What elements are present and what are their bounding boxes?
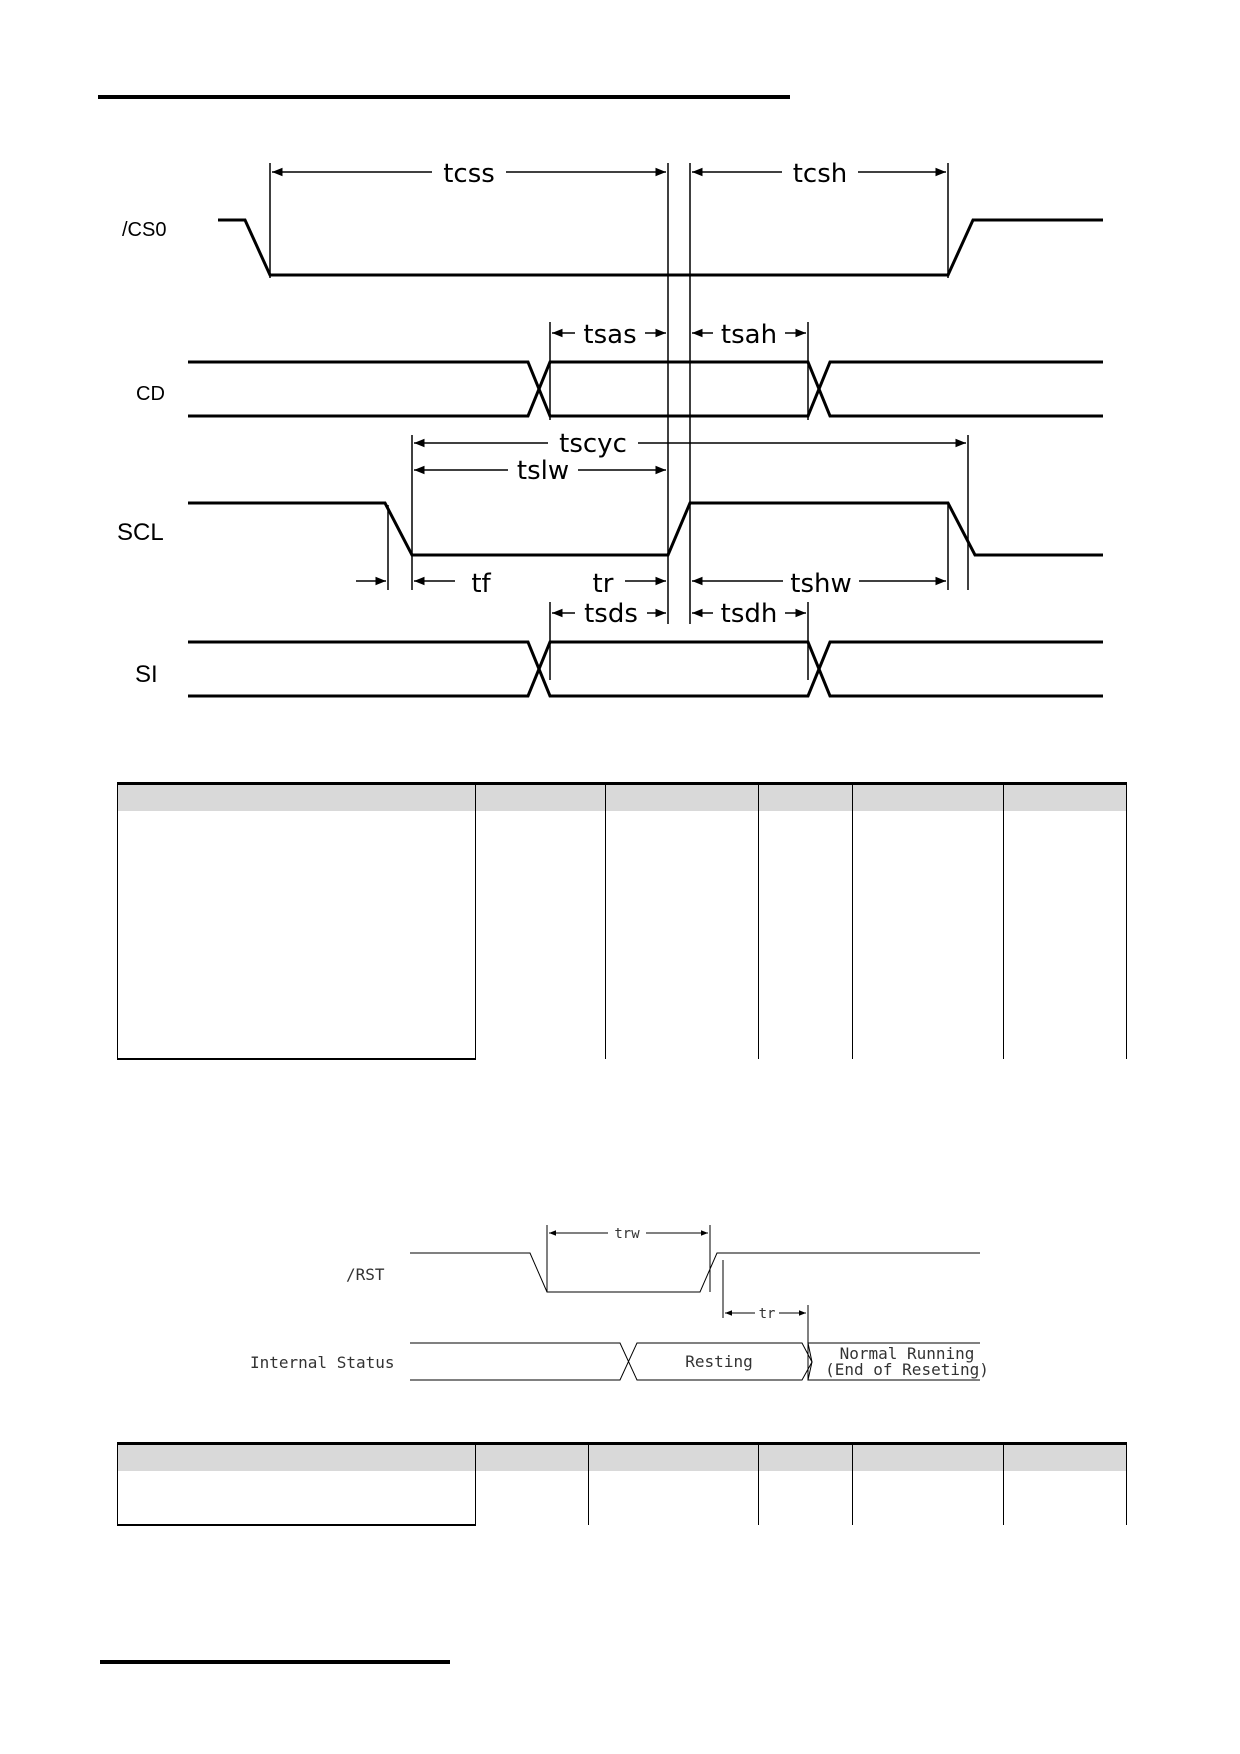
- table-cell: [588, 1471, 759, 1525]
- param-label-tr-reset: tr: [759, 1306, 776, 1322]
- param-label-tshw: tshw: [790, 569, 851, 599]
- cd-waveform-top: [188, 360, 1103, 418]
- table-header-cell: [852, 1442, 1004, 1471]
- signal-label-cd: CD: [136, 383, 165, 405]
- table-cell: [117, 1471, 476, 1526]
- table-cell: [1003, 1471, 1127, 1525]
- scl-waveform: [188, 501, 1103, 557]
- table-header-cell: [758, 782, 853, 811]
- si-waveform-top: [188, 640, 1103, 698]
- state-label-running-2: (End of Reseting): [825, 1360, 989, 1379]
- table-header-row: [117, 782, 1127, 811]
- param-label-trw: trw: [614, 1226, 640, 1242]
- param-label-tcss: tcss: [443, 159, 495, 189]
- table-header-cell: [1003, 782, 1127, 811]
- table-cell: [758, 811, 853, 1059]
- param-label-tsdh: tsdh: [721, 599, 778, 629]
- signal-label-cs0: /CS0: [122, 219, 166, 241]
- table-cell: [852, 811, 1004, 1059]
- table-header-cell: [588, 1442, 759, 1471]
- signal-label-rst: /RST: [346, 1265, 385, 1284]
- table-header-cell: [758, 1442, 853, 1471]
- header-rule: [98, 95, 790, 99]
- cs0-waveform: [218, 218, 1103, 277]
- table-header-cell: [475, 1442, 589, 1471]
- param-label-tcsh: tcsh: [793, 159, 848, 189]
- table-header-cell: [117, 782, 476, 811]
- signal-label-si: SI: [135, 661, 158, 688]
- table-cell: [475, 811, 606, 1059]
- state-label-resetting: Resting: [685, 1352, 752, 1371]
- signal-label-scl: SCL: [117, 519, 164, 546]
- table-cell: [758, 1471, 853, 1525]
- reset-timing-diagram: trw tr /RST Internal Status Resting Norm…: [250, 1224, 989, 1381]
- table-cell: [1003, 811, 1127, 1059]
- param-label-tslw: tslw: [517, 456, 569, 486]
- table-header-cell: [475, 782, 606, 811]
- signal-label-internal-status: Internal Status: [250, 1353, 395, 1372]
- footer-rule: [100, 1660, 450, 1664]
- table-header-row: [117, 1442, 1127, 1471]
- state-label-running-1: Normal Running: [840, 1344, 975, 1363]
- table-cell: [475, 1471, 589, 1525]
- table-header-cell: [1003, 1442, 1127, 1471]
- param-label-tr: tr: [593, 569, 614, 599]
- table-cell: [117, 811, 476, 1060]
- reference-lines: [269, 163, 969, 680]
- param-label-tsas: tsas: [583, 320, 636, 350]
- rst-waveform: [410, 1252, 980, 1293]
- param-label-tf: tf: [471, 569, 491, 599]
- param-label-tsah: tsah: [721, 320, 777, 350]
- table-row: [117, 1471, 1127, 1526]
- cd-waveform-bottom: [188, 360, 1103, 418]
- table-header-cell: [117, 1442, 476, 1471]
- table-row: [117, 811, 1127, 1060]
- table-cell: [852, 1471, 1004, 1525]
- table-cell: [605, 811, 759, 1059]
- table-header-cell: [852, 782, 1004, 811]
- timing-parameter-table-1: [117, 782, 1127, 1060]
- table-header-cell: [605, 782, 759, 811]
- param-label-tscyc: tscyc: [559, 429, 627, 459]
- timing-parameter-table-2: [117, 1442, 1127, 1526]
- si-waveform-bottom: [188, 640, 1103, 698]
- param-label-tsds: tsds: [584, 599, 638, 629]
